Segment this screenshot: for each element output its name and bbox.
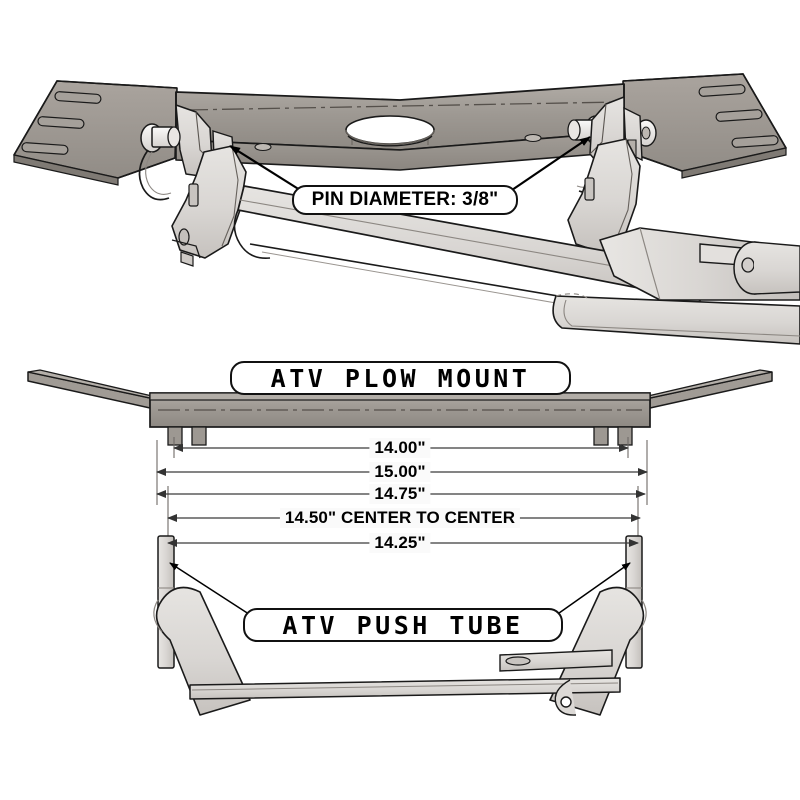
- push-tube-right-arm: [599, 227, 800, 301]
- bar-hole-right: [524, 133, 542, 143]
- dim-label-15-00: 15.00": [369, 462, 431, 482]
- push-tube-crossbar-iso: [552, 293, 800, 345]
- push-tube-crossbar-elevation: [189, 677, 621, 700]
- pivot-slot-right: [584, 177, 595, 201]
- bottom-elevation-view: [27, 369, 773, 716]
- center-oval-cutout: [345, 115, 435, 147]
- left-wing-plate: [13, 80, 178, 186]
- bottom-right-wing: [646, 369, 773, 409]
- mount-tabs: [167, 426, 633, 446]
- pin-diameter-leaders: [229, 136, 591, 191]
- pivot-slot-left: [188, 183, 199, 207]
- callout-pin-diameter: PIN DIAMETER: 3/8": [292, 185, 518, 215]
- callout-push-tube: ATV PUSH TUBE: [243, 608, 563, 642]
- plow-mount-bar-elevation: [149, 392, 651, 428]
- plow-mount-bar-iso: [175, 83, 625, 171]
- wing-slot-group-right: [698, 84, 779, 148]
- push-tube-leaders: [169, 562, 631, 619]
- dim-label-14-00: 14.00": [369, 438, 431, 458]
- wing-slot-group-left: [21, 91, 102, 155]
- right-pivot-plate: [567, 138, 641, 253]
- top-isometric-assembly: [13, 73, 800, 345]
- pivot-hole: [560, 696, 572, 708]
- dim-label-14-25: 14.25": [369, 533, 431, 553]
- left-pin-hardware: [138, 123, 181, 201]
- pivot-lug: [499, 649, 613, 716]
- dim-label-14-50: 14.50" CENTER TO CENTER: [279, 508, 521, 528]
- callout-plow-mount: ATV PLOW MOUNT: [230, 361, 571, 395]
- bar-hole-left: [254, 142, 272, 152]
- dim-label-14-75: 14.75": [369, 484, 431, 504]
- left-pivot-plate: [171, 145, 247, 267]
- right-wing-plate: [622, 73, 787, 179]
- bottom-left-wing: [27, 369, 154, 409]
